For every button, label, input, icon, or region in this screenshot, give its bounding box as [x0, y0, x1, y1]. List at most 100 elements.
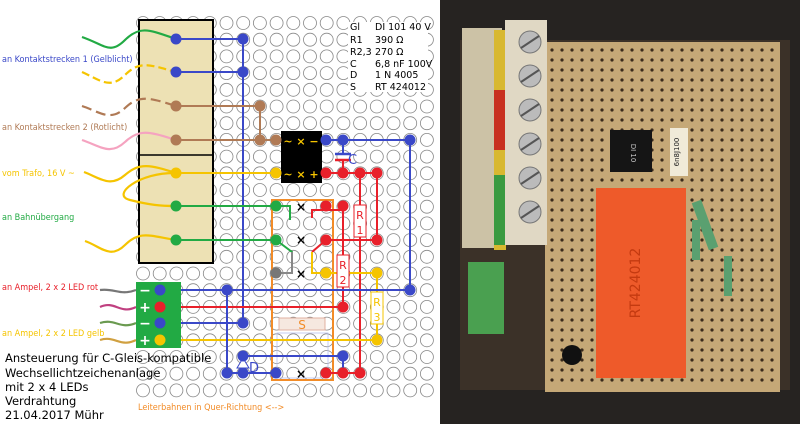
board-hole — [386, 383, 401, 398]
board-hole — [336, 116, 351, 131]
board-hole — [386, 199, 401, 214]
svg-text:×: × — [296, 367, 306, 381]
board-hole — [186, 350, 201, 364]
svg-text:6,8 nF 100V: 6,8 nF 100V — [375, 59, 433, 70]
board-hole — [419, 132, 434, 147]
svg-text:270 Ω: 270 Ω — [375, 47, 403, 58]
solder-dot — [237, 367, 249, 379]
board-hole — [303, 383, 317, 398]
board-hole — [303, 32, 317, 47]
board-hole — [386, 149, 401, 164]
board-hole — [319, 32, 334, 47]
solder-dot — [237, 33, 249, 45]
board-hole — [386, 350, 401, 364]
solder-dot — [154, 334, 166, 346]
board-hole — [286, 32, 301, 47]
board-hole — [386, 166, 401, 181]
solder-points — [154, 33, 416, 379]
solder-dot — [404, 134, 416, 146]
board-hole — [286, 82, 301, 97]
svg-text:×: × — [296, 267, 306, 281]
label-contact2: an Kontaktstrecken 2 (Rotlicht) — [2, 123, 127, 133]
label-trafo: vom Trafo, 16 V ~ — [2, 169, 75, 179]
board-hole — [136, 266, 150, 281]
solder-dot — [337, 200, 349, 212]
solder-dot — [154, 284, 166, 296]
svg-text:×: × — [296, 233, 306, 247]
solder-dot — [337, 167, 349, 179]
solder-dot — [154, 317, 166, 329]
svg-text:3: 3 — [374, 311, 381, 324]
solder-dot — [254, 134, 266, 146]
board-hole — [386, 216, 401, 231]
svg-text:1: 1 — [357, 224, 364, 237]
board-hole — [252, 249, 267, 264]
board-hole — [319, 99, 334, 114]
board-hole — [319, 383, 334, 398]
svg-text:C: C — [350, 59, 357, 70]
board-hole — [136, 383, 150, 398]
board-hole — [403, 99, 418, 114]
svg-text:R: R — [373, 296, 381, 309]
board-hole — [286, 183, 301, 197]
board-hole — [319, 16, 334, 30]
board-hole — [386, 99, 401, 114]
board-hole — [219, 249, 234, 264]
board-hole — [286, 49, 301, 64]
board-hole — [419, 283, 434, 298]
solder-dot — [320, 200, 332, 212]
bridge-rectifier — [281, 131, 322, 183]
board-hole — [319, 82, 334, 97]
board-hole — [219, 266, 234, 281]
svg-text:R1: R1 — [350, 35, 363, 46]
board-hole — [219, 383, 234, 398]
svg-text:RT 424012: RT 424012 — [375, 82, 426, 93]
board-hole — [386, 183, 401, 197]
board-hole — [403, 366, 418, 381]
solder-dot — [371, 267, 383, 279]
board-hole — [319, 66, 334, 80]
board-hole — [369, 366, 384, 381]
board-hole — [369, 149, 384, 164]
solder-dot — [170, 234, 182, 246]
board-hole — [219, 183, 234, 197]
board-hole — [236, 16, 251, 30]
board-hole — [252, 82, 267, 97]
svg-text:390 Ω: 390 Ω — [375, 35, 403, 46]
board-hole — [169, 383, 184, 398]
relay-coil — [278, 317, 326, 331]
board-hole — [252, 183, 267, 197]
board-hole — [152, 350, 167, 364]
solder-dot — [354, 367, 366, 379]
board-hole — [303, 216, 317, 231]
solder-dot — [337, 367, 349, 379]
svg-text:Ansteuerung für C-Gleis-kompat: Ansteuerung für C-Gleis-kompatible — [5, 351, 211, 365]
board-hole — [319, 183, 334, 197]
board-hole — [403, 383, 418, 398]
solder-dot — [237, 66, 249, 78]
board-hole — [286, 116, 301, 131]
board-hole — [169, 266, 184, 281]
board-hole — [286, 99, 301, 114]
board-hole — [286, 216, 301, 231]
board-hole — [269, 16, 284, 30]
svg-text:1 N 4005: 1 N 4005 — [375, 70, 418, 81]
solder-dot — [320, 267, 332, 279]
board-hole — [252, 216, 267, 231]
board-hole — [269, 49, 284, 64]
board-hole — [386, 299, 401, 314]
board-hole — [169, 366, 184, 381]
svg-text:+: + — [139, 300, 151, 316]
solder-dot — [170, 66, 182, 78]
board-hole — [269, 99, 284, 114]
board-hole — [286, 16, 301, 30]
board-hole — [152, 366, 167, 381]
board-hole — [303, 49, 317, 64]
board-hole — [419, 266, 434, 281]
board-hole — [369, 116, 384, 131]
led-terminal-photo — [468, 262, 504, 334]
board-hole — [419, 333, 434, 348]
board-hole — [303, 249, 317, 264]
